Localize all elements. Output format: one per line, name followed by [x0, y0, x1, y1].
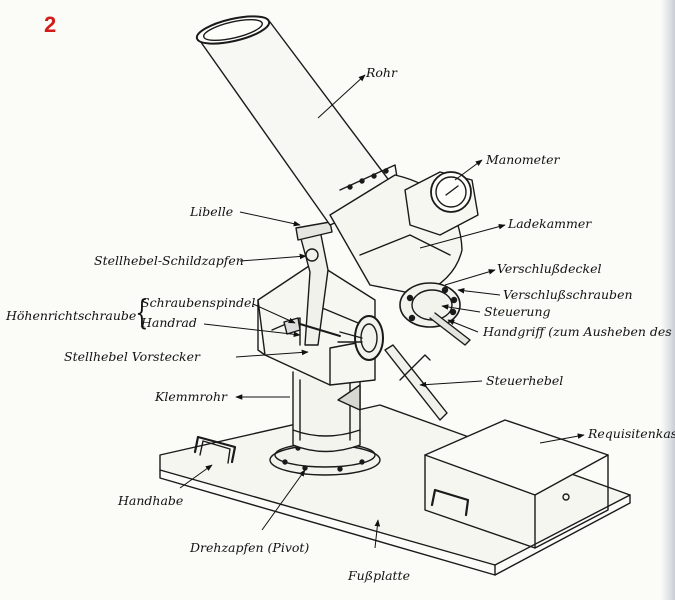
label-requisitenkasten: Requisitenkaste — [588, 426, 675, 441]
label-verschlussschrauben: Verschlußschrauben — [503, 287, 633, 302]
label-stellhebel-schildzapfen: Stellhebel-Schildzapfen — [94, 253, 244, 268]
leader-rohr — [317, 74, 366, 119]
label-ladekammer: Ladekammer — [508, 216, 592, 231]
pressure-gauge — [404, 171, 479, 236]
breech-cover — [399, 282, 471, 346]
page-number: 2 — [44, 12, 57, 37]
handle-left — [193, 435, 237, 464]
label-handgriff: Handgriff (zum Ausheben des Roh — [483, 324, 675, 339]
label-stellhebel-vorstecker: Stellhebel Vorstecker — [64, 349, 200, 364]
leader-steuerhebel — [419, 380, 483, 388]
leader-drehzapfen — [261, 469, 306, 531]
clamp-tube — [292, 371, 361, 453]
leader-handrad — [203, 323, 301, 338]
leader-stellhebel-vorstecker — [235, 349, 309, 358]
leader-schraubenspindel — [252, 303, 296, 324]
page-edge-shadow — [661, 0, 675, 600]
label-hoehenrichtschraube: Höhenrichtschraube — [6, 308, 137, 323]
brace-glyph: { — [135, 293, 149, 333]
leader-libelle — [239, 211, 301, 227]
leader-verschlussschrauben — [457, 287, 501, 296]
label-manometer: Manometer — [486, 152, 560, 167]
leader-steuerung — [441, 304, 481, 313]
label-fussplatte: Fußplatte — [348, 568, 410, 583]
leader-handhabe — [179, 464, 213, 489]
label-libelle: Libelle — [190, 204, 234, 219]
leader-stellhebel-schildzapfen — [239, 253, 307, 262]
label-klemmrohr: Klemmrohr — [155, 389, 227, 404]
accessory-box — [424, 419, 609, 549]
leader-fussplatte — [374, 519, 381, 549]
control-lever — [384, 344, 448, 421]
label-schraubenspindel: Schraubenspindel — [141, 295, 256, 310]
handwheel — [283, 315, 384, 361]
label-handhabe: Handhabe — [118, 493, 184, 508]
leader-verschlussdeckel — [444, 269, 496, 286]
leader-ladekammer — [419, 223, 506, 249]
leader-handgriff — [447, 319, 479, 333]
label-verschlussdeckel: Verschlußdeckel — [497, 261, 602, 276]
label-drehzapfen: Drehzapfen (Pivot) — [190, 540, 310, 555]
label-rohr: Rohr — [366, 65, 397, 80]
label-steuerung: Steuerung — [484, 304, 551, 319]
leader-manometer — [454, 159, 483, 181]
leader-requisitenkasten — [539, 433, 585, 444]
label-handrad: Handrad — [141, 315, 197, 330]
label-steuerhebel: Steuerhebel — [486, 373, 564, 388]
adjusting-lever — [295, 221, 333, 346]
